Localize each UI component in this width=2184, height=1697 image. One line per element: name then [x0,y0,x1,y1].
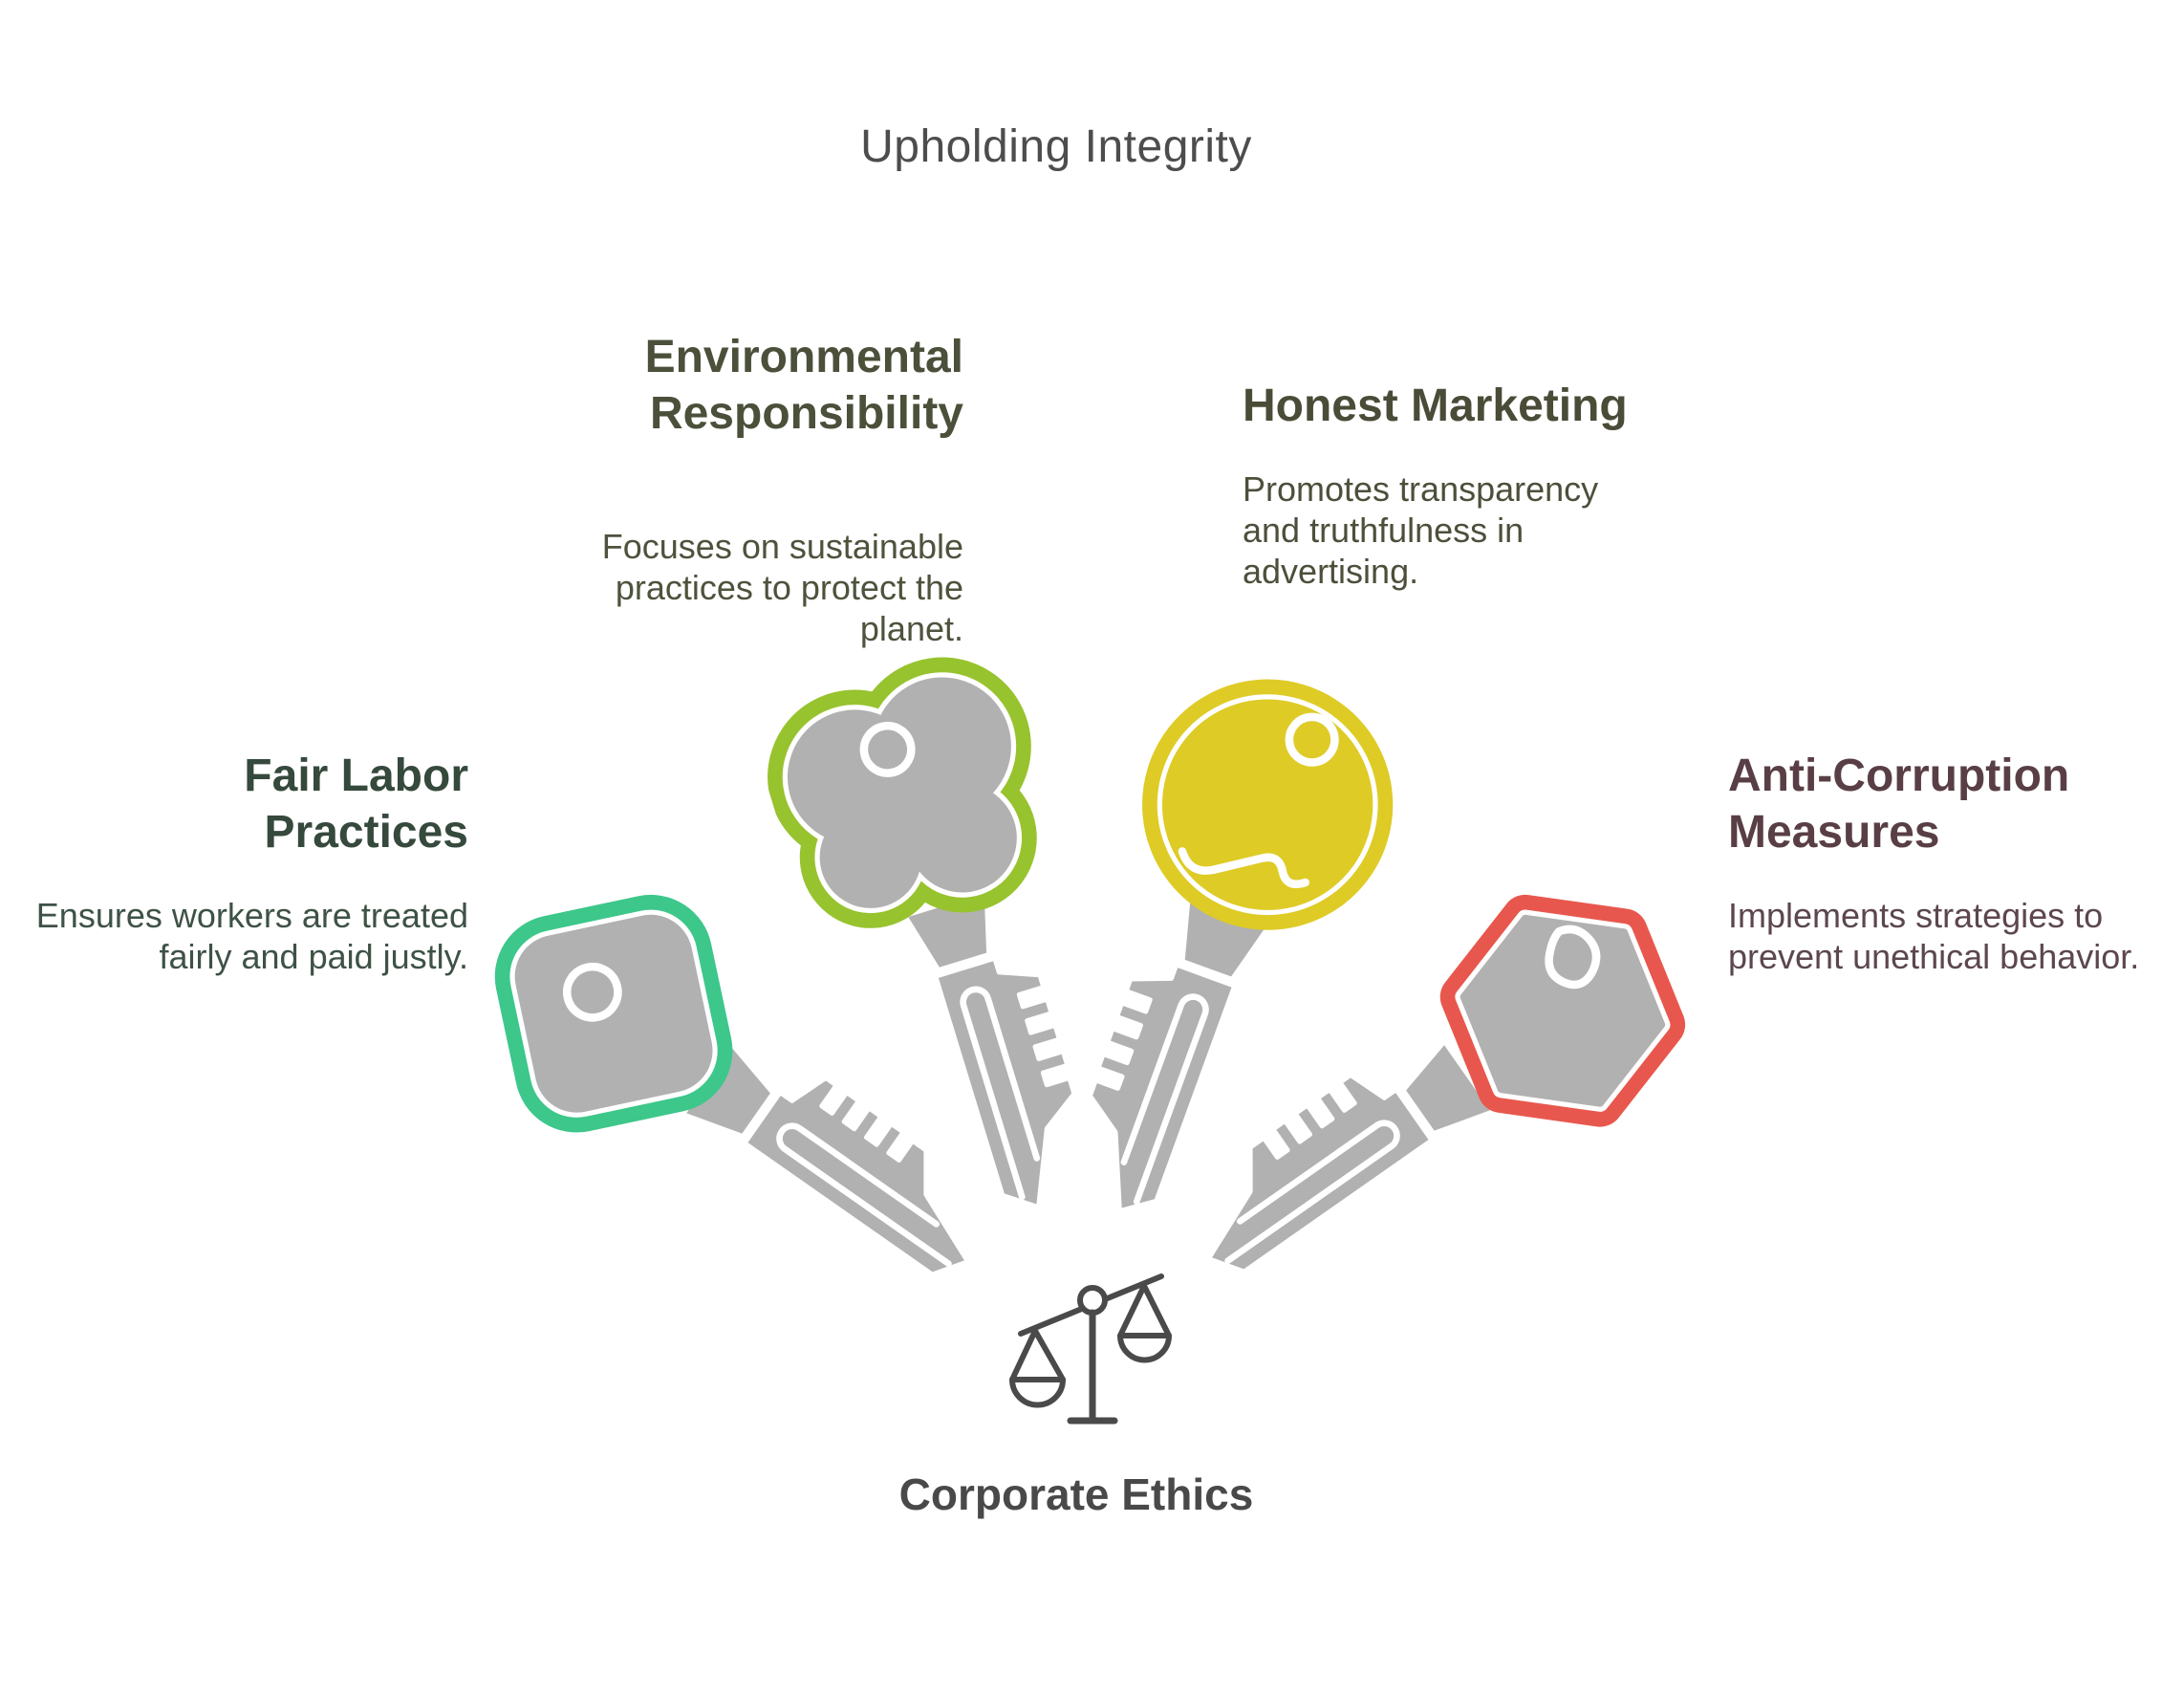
balance-scale-icon [1009,1273,1172,1425]
description-anti-corruption-measures: Implements strategies to prevent unethic… [1728,896,2140,977]
heading-honest-marketing: Honest Marketing [1243,381,1628,431]
key-head-cloud [768,657,1037,928]
key-shaft [1088,895,1271,1213]
heading-anti-corruption-measures: Anti-Corruption Measures [1728,751,2070,858]
key-shaft [681,1041,970,1277]
heading-fair-labor-practices: Fair Labor Practices [244,751,468,858]
key-head-circle [1142,679,1394,930]
page-title: Upholding Integrity [860,121,1252,172]
description-environmental-responsibility: Focuses on sustainable practices to prot… [601,527,963,649]
key-icon-anti-corruption [1206,894,1686,1274]
key-icon-environmental [768,657,1077,1209]
heading-environmental-responsibility: Environmental Responsibility [644,332,963,439]
key-icon-fair-labor [494,894,970,1277]
key-shaft [1206,1038,1496,1274]
description-fair-labor-practices: Ensures workers are treated fairly and p… [35,896,468,977]
key-head-rounded-square [494,894,733,1133]
center-label: Corporate Ethics [898,1469,1254,1519]
description-honest-marketing: Promotes transparency and truthfulness i… [1243,469,1599,592]
key-icon-honest-marketing [1088,679,1394,1213]
key-head-hexagon [1439,894,1686,1127]
